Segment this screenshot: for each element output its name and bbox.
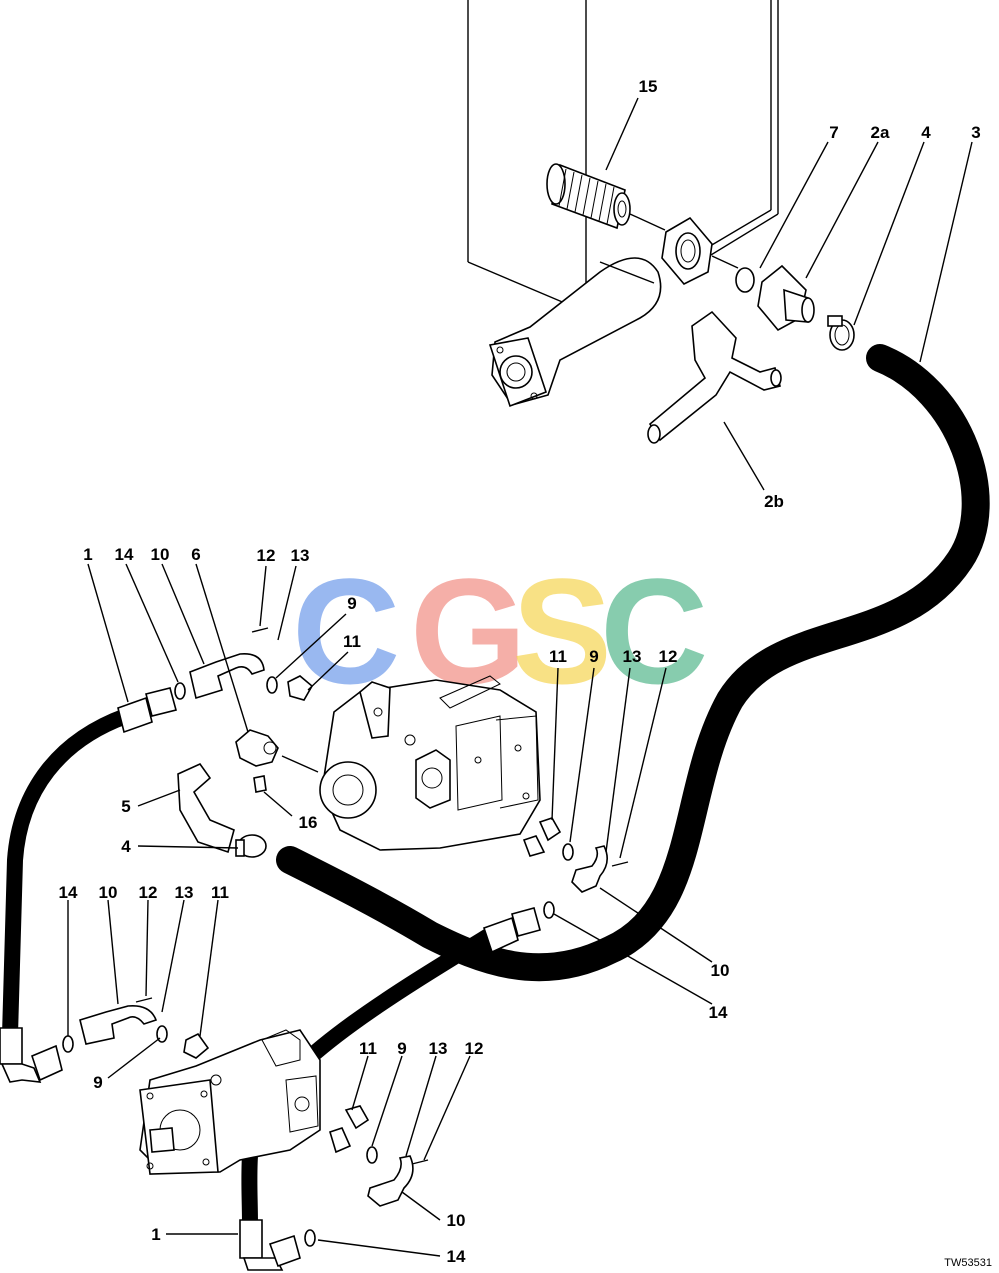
callout-16: 16 bbox=[299, 813, 318, 832]
callout-3: 3 bbox=[971, 123, 980, 142]
figure-id: TW53531 bbox=[944, 1257, 992, 1269]
callout-13-top: 13 bbox=[291, 546, 310, 565]
callout-14-low: 14 bbox=[59, 883, 78, 902]
callout-7: 7 bbox=[829, 123, 838, 142]
watermark: C G S C bbox=[292, 547, 708, 715]
hydraulic-motor bbox=[139, 1029, 321, 1175]
callout-10-left: 10 bbox=[151, 545, 170, 564]
callout-6: 6 bbox=[191, 545, 200, 564]
pressure-hose-left bbox=[2, 708, 134, 1043]
swivel-elbow-6 bbox=[235, 729, 279, 767]
callout-9-right: 9 bbox=[589, 647, 598, 666]
callout-2a: 2a bbox=[871, 123, 890, 142]
callout-10-bot: 10 bbox=[447, 1211, 466, 1230]
callout-10-right: 10 bbox=[711, 961, 730, 980]
split-flanges bbox=[135, 627, 629, 1165]
callout-11-low: 11 bbox=[211, 883, 229, 902]
hose-clamp-mid bbox=[235, 834, 267, 858]
callout-9-top: 9 bbox=[347, 594, 356, 613]
callout-12-low: 12 bbox=[139, 883, 158, 902]
hydraulic-pump bbox=[281, 675, 541, 851]
callout-10-low: 10 bbox=[99, 883, 118, 902]
o-ring-7 bbox=[735, 267, 755, 293]
callout-15: 15 bbox=[639, 77, 658, 96]
leader-lines bbox=[67, 97, 973, 1257]
suction-tube bbox=[488, 257, 662, 408]
callout-4-top: 4 bbox=[921, 123, 931, 142]
elbow-fittings bbox=[79, 653, 608, 1207]
callout-12-bot: 12 bbox=[465, 1039, 484, 1058]
callout-9-low: 9 bbox=[93, 1073, 102, 1092]
callout-11-bot: 11 bbox=[359, 1039, 377, 1058]
callout-11-top: 11 bbox=[343, 632, 361, 651]
hose-5 bbox=[177, 762, 235, 854]
watermark-letter-3: S bbox=[512, 547, 612, 715]
watermark-letter-4: C bbox=[600, 547, 708, 715]
callout-12-right: 12 bbox=[659, 647, 678, 666]
suction-strainer bbox=[546, 163, 666, 231]
suction-tube-2b bbox=[647, 310, 782, 444]
callout-12-top: 12 bbox=[257, 546, 276, 565]
callout-13-low: 13 bbox=[175, 883, 194, 902]
callout-4-mid: 4 bbox=[121, 837, 131, 856]
flange-adapter-2a bbox=[757, 264, 815, 332]
callout-13-bot: 13 bbox=[429, 1039, 448, 1058]
plug-16 bbox=[253, 775, 267, 793]
callout-14-right: 14 bbox=[709, 1003, 728, 1022]
suction-hose-3 bbox=[276, 344, 990, 982]
callout-5: 5 bbox=[121, 797, 130, 816]
callout-14-bot: 14 bbox=[447, 1247, 466, 1266]
hose-clamp-top bbox=[827, 315, 855, 351]
callout-2b: 2b bbox=[764, 492, 784, 511]
hose-fittings bbox=[0, 687, 541, 1271]
tank-flange bbox=[661, 216, 739, 285]
callout-13-right: 13 bbox=[623, 647, 642, 666]
callout-1-left: 1 bbox=[83, 545, 92, 564]
callout-1-bot: 1 bbox=[151, 1225, 160, 1244]
callout-9-bot: 9 bbox=[397, 1039, 406, 1058]
callout-11-right: 11 bbox=[549, 647, 567, 666]
callout-14-left: 14 bbox=[115, 545, 134, 564]
callouts: 15 7 2a 4 3 2b 1 14 10 6 12 13 9 11 11 9… bbox=[59, 77, 981, 1266]
